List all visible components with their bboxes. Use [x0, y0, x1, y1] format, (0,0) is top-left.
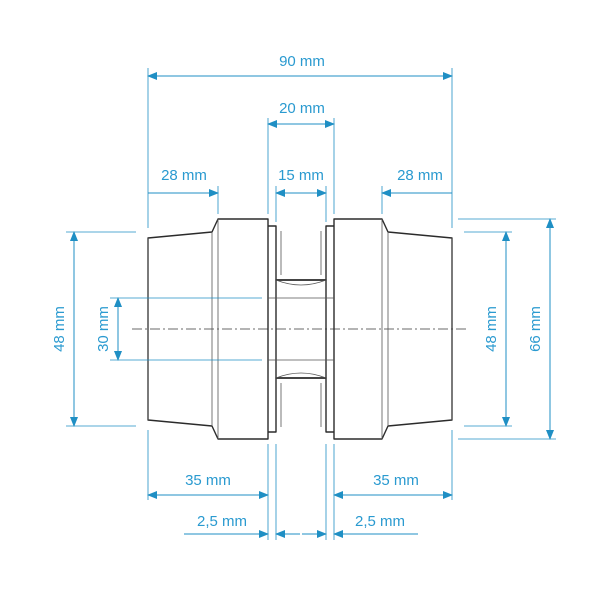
dim-left-gap: 2,5 mm [197, 513, 247, 530]
dim-center-width: 20 mm [279, 100, 325, 117]
coupling-outline [132, 218, 468, 440]
dim-left-dia: 48 mm [51, 306, 68, 352]
dim-right-dia: 48 mm [483, 306, 500, 352]
dim-right-hub: 28 mm [397, 167, 443, 184]
dim-bore-dia: 30 mm [95, 306, 112, 352]
dim-right-length: 35 mm [373, 472, 419, 489]
left-sleeve [147, 218, 269, 440]
dim-right-gap: 2,5 mm [355, 513, 405, 530]
dim-left-length: 35 mm [185, 472, 231, 489]
extension-lines [66, 68, 556, 540]
dim-overall-length: 90 mm [279, 53, 325, 70]
dim-left-hub: 28 mm [161, 167, 207, 184]
spider-jaws [268, 225, 334, 433]
dimension-labels: 90 mm 20 mm 28 mm 15 mm 28 mm 35 mm 35 m… [51, 53, 544, 530]
dimension-lines [70, 72, 554, 538]
dim-spider: 15 mm [278, 167, 324, 184]
dim-outer-dia: 66 mm [527, 306, 544, 352]
right-sleeve [333, 218, 453, 440]
